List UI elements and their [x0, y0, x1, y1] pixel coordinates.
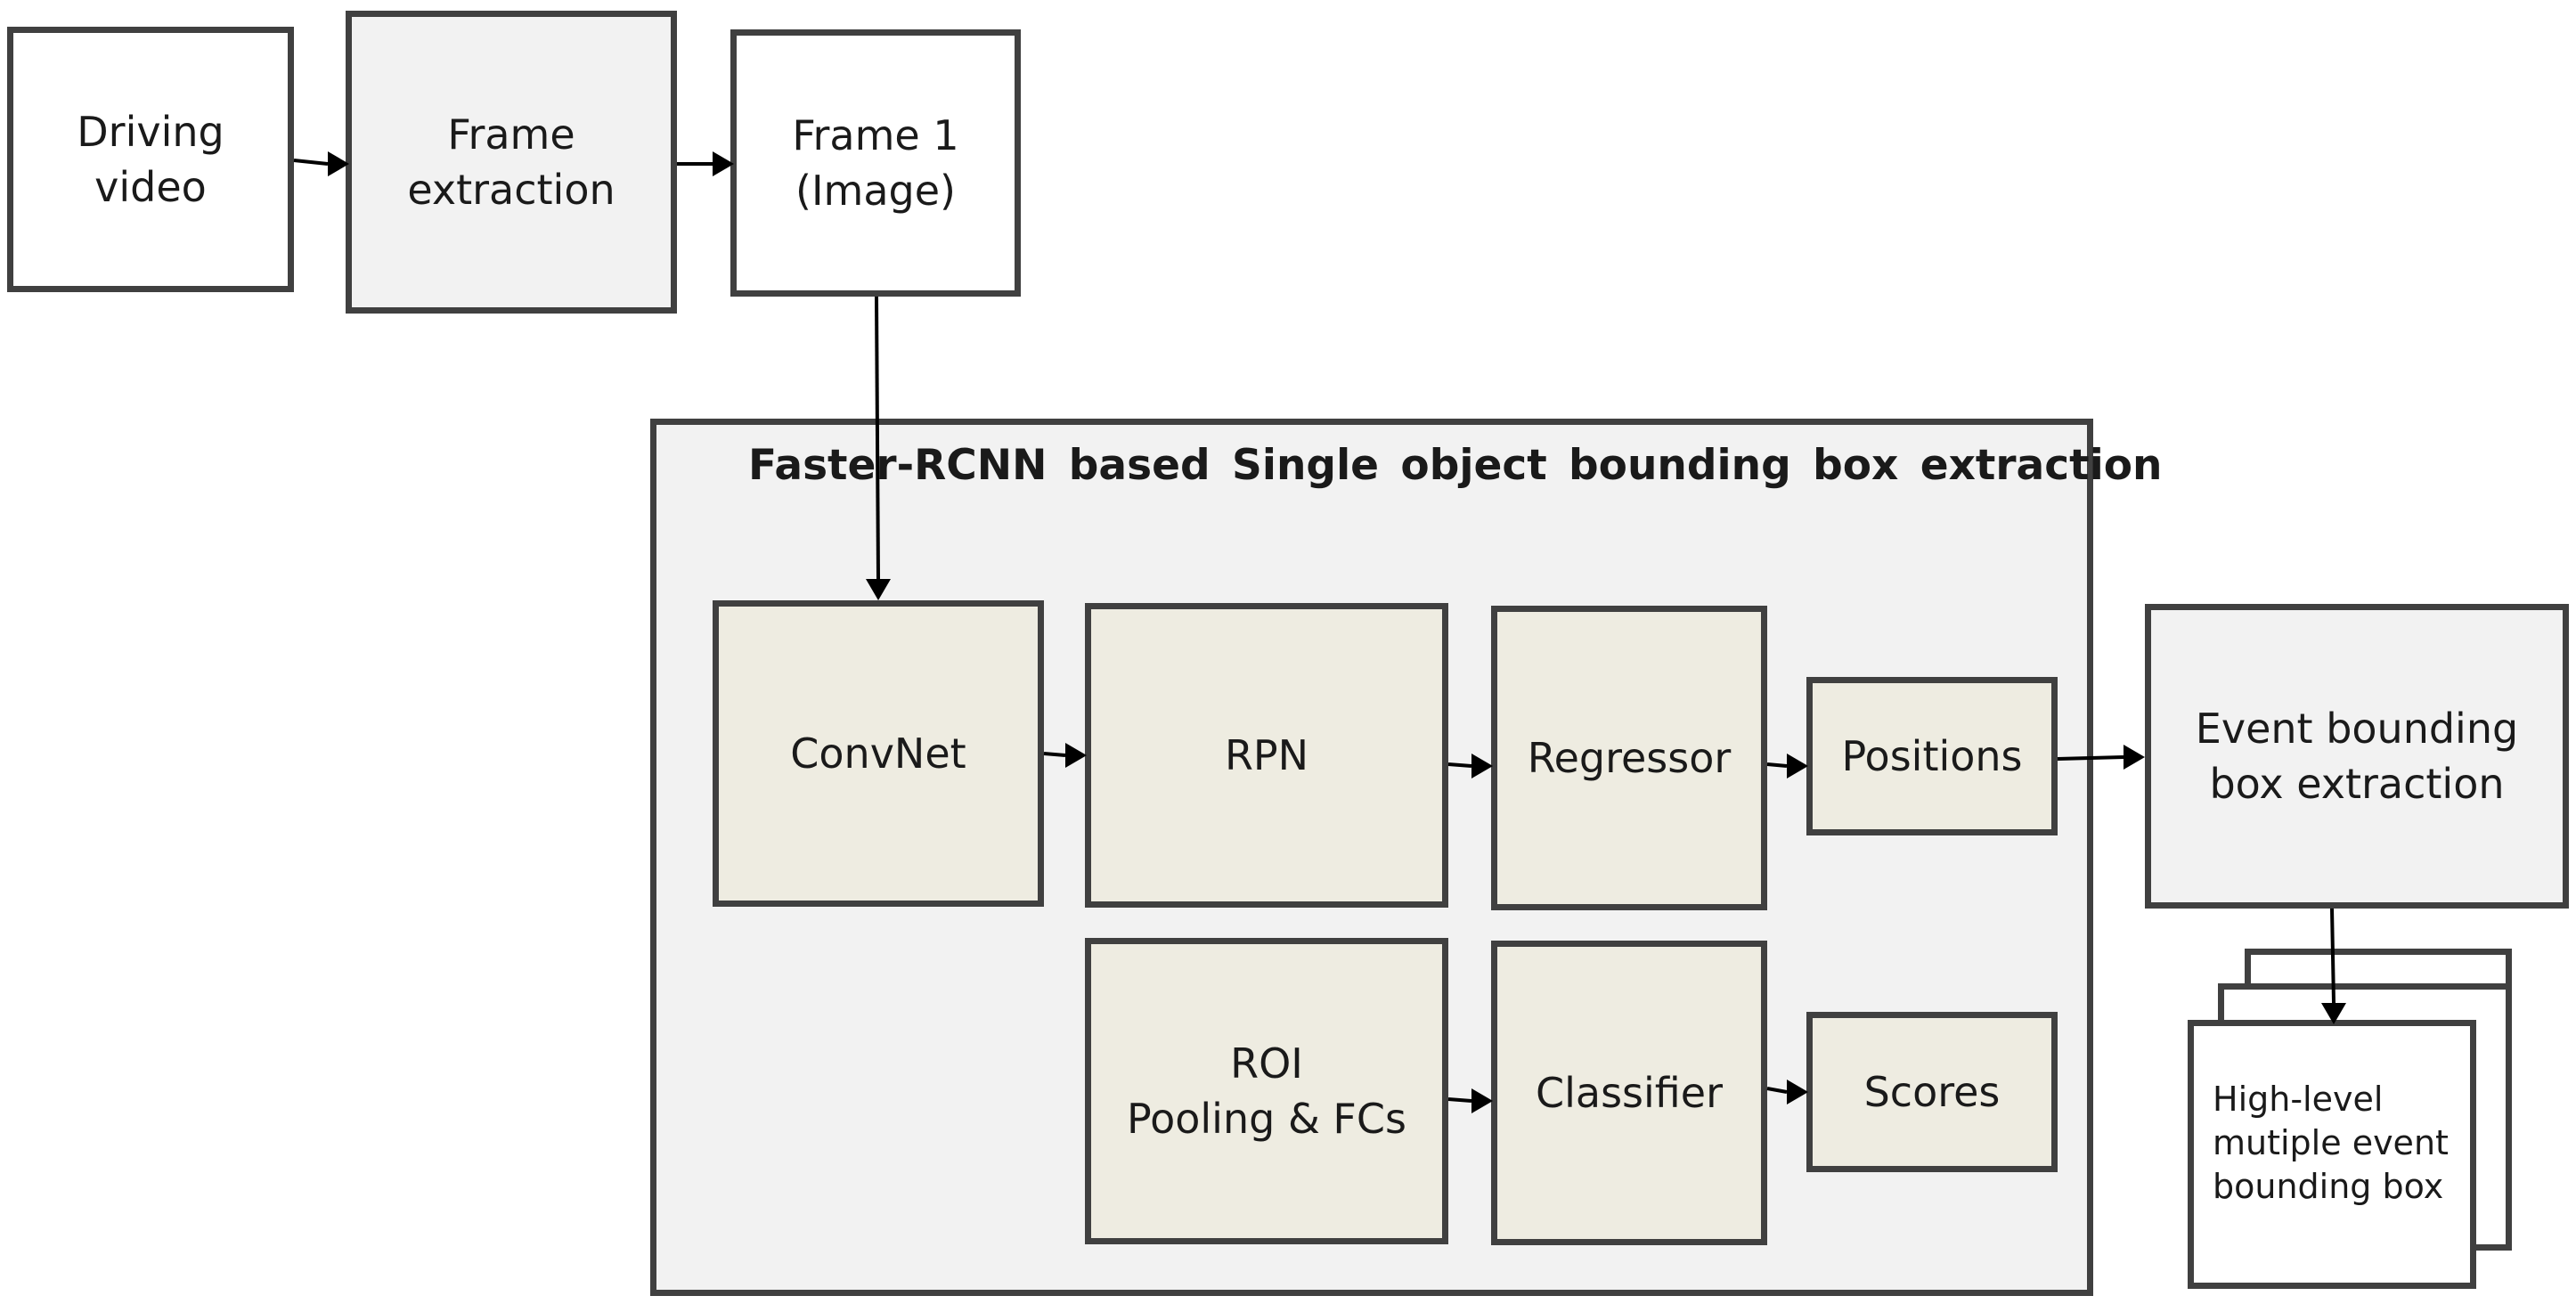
classifier-node: Classifier: [1491, 941, 1767, 1245]
scores-label: Scores: [1863, 1068, 2001, 1116]
output-stack-front: [2188, 1020, 2476, 1289]
convnet-label: ConvNet: [790, 729, 966, 778]
frame-extraction-label: Frame extraction: [407, 110, 615, 214]
edge-frame1-to-convnet: [866, 296, 891, 600]
positions-node: Positions: [1806, 677, 2058, 835]
event-bbox-node: Event bounding box extraction: [2145, 604, 2569, 909]
frame1-node: Frame 1 (Image): [730, 29, 1021, 297]
rpn-node: RPN: [1085, 603, 1448, 908]
edge-driving-to-frame-extraction: [293, 151, 349, 176]
rpn-label: RPN: [1224, 731, 1309, 779]
edge-positions-to-event-bbox: [2057, 745, 2145, 770]
edge-roi-to-classifier: [1447, 1088, 1493, 1113]
roi-pooling-label: ROI Pooling & FCs: [1127, 1039, 1406, 1143]
frame-extraction-node: Frame extraction: [346, 11, 677, 314]
edge-event-bbox-to-output: [2321, 908, 2346, 1024]
convnet-node: ConvNet: [713, 600, 1044, 907]
edge-regressor-to-positions: [1766, 754, 1808, 778]
positions-label: Positions: [1841, 732, 2023, 780]
classifier-label: Classifier: [1536, 1069, 1723, 1117]
group-title: Faster-RCNN based Single object bounding…: [748, 441, 2163, 490]
driving-video-node: Driving video: [7, 27, 294, 292]
edge-convnet-to-rpn: [1043, 743, 1087, 768]
roi-pooling-node: ROI Pooling & FCs: [1085, 938, 1448, 1244]
frame1-label: Frame 1 (Image): [792, 111, 959, 215]
output-label: High-level mutiple event bounding box: [2213, 1080, 2449, 1206]
event-bbox-label: Event bounding box extraction: [2195, 705, 2519, 808]
regressor-node: Regressor: [1491, 606, 1767, 910]
edge-frame-extraction-to-frame1: [677, 151, 734, 176]
edge-rpn-to-regressor: [1447, 754, 1493, 778]
regressor-label: Regressor: [1527, 734, 1732, 782]
edge-classifier-to-scores: [1766, 1080, 1808, 1104]
driving-video-label: Driving video: [77, 108, 224, 211]
scores-node: Scores: [1806, 1012, 2058, 1172]
